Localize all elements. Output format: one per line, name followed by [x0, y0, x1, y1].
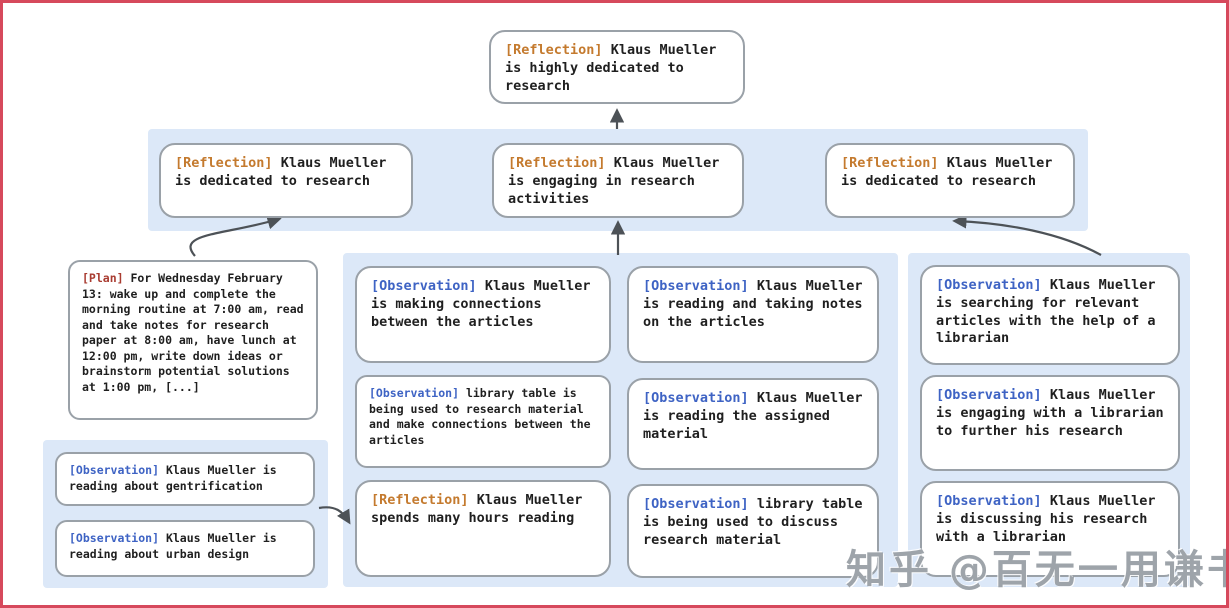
reflection-tag: [Reflection]	[841, 155, 939, 171]
observation-tag: [Observation]	[643, 278, 749, 294]
node-text: Klaus Mueller is searching for relevant …	[936, 277, 1156, 347]
node-text: Klaus Mueller is reading the assigned ma…	[643, 390, 863, 442]
node-text: Klaus Mueller is engaging in research ac…	[508, 155, 720, 207]
observation-tag: [Observation]	[69, 463, 160, 477]
node-plan: [Plan] For Wednesday February 13: wake u…	[68, 260, 318, 420]
node-reflection-row2-1: [Reflection] Klaus Mueller is dedicated …	[159, 143, 413, 218]
node-text: Klaus Mueller is dedicated to research	[841, 155, 1053, 189]
observation-tag: [Observation]	[371, 278, 477, 294]
node-text: Klaus Mueller is reading about urban des…	[69, 531, 277, 561]
observation-tag: [Observation]	[643, 390, 749, 406]
node-text: Klaus Mueller spends many hours reading	[371, 492, 583, 526]
node-text: library table is being used to research …	[369, 386, 591, 447]
node-text: Klaus Mueller is engaging with a librari…	[936, 387, 1164, 439]
node-observation-taking-notes: [Observation] Klaus Mueller is reading a…	[627, 266, 879, 363]
node-observation-library-table-research: [Observation] library table is being use…	[355, 375, 611, 468]
node-reflection-top: [Reflection] Klaus Mueller is highly ded…	[489, 30, 745, 104]
node-observation-discussing-research: [Observation] Klaus Mueller is discussin…	[920, 481, 1180, 577]
node-text: Klaus Mueller is reading about gentrific…	[69, 463, 277, 493]
node-reflection-hours-reading: [Reflection] Klaus Mueller spends many h…	[355, 480, 611, 577]
node-observation-making-connections: [Observation] Klaus Mueller is making co…	[355, 266, 611, 363]
node-observation-assigned-material: [Observation] Klaus Mueller is reading t…	[627, 378, 879, 470]
node-observation-library-table-discuss: [Observation] library table is being use…	[627, 484, 879, 578]
observation-tag: [Observation]	[643, 496, 749, 512]
node-observation-engaging-librarian: [Observation] Klaus Mueller is engaging …	[920, 375, 1180, 471]
node-text: Klaus Mueller is discussing his research…	[936, 493, 1156, 545]
node-text: Klaus Mueller is making connections betw…	[371, 278, 591, 330]
node-text: Klaus Mueller is highly dedicated to res…	[505, 42, 717, 94]
observation-tag: [Observation]	[936, 387, 1042, 403]
node-text: Klaus Mueller is reading and taking note…	[643, 278, 863, 330]
node-observation-urban-design: [Observation] Klaus Mueller is reading a…	[55, 520, 315, 577]
observation-tag: [Observation]	[936, 493, 1042, 509]
reflection-tag: [Reflection]	[508, 155, 606, 171]
node-text: For Wednesday February 13: wake up and c…	[82, 271, 304, 394]
node-text: library table is being used to discuss r…	[643, 496, 863, 548]
observation-tag: [Observation]	[69, 531, 160, 545]
reflection-tag: [Reflection]	[505, 42, 603, 58]
zhihu-watermark: 知乎 @百无一用谦书生	[846, 547, 1226, 593]
observation-tag: [Observation]	[936, 277, 1042, 293]
reflection-tag: [Reflection]	[175, 155, 273, 171]
node-observation-searching-articles: [Observation] Klaus Mueller is searching…	[920, 265, 1180, 365]
observation-tag: [Observation]	[369, 386, 460, 400]
node-reflection-row2-3: [Reflection] Klaus Mueller is dedicated …	[825, 143, 1075, 218]
reflection-tag: [Reflection]	[371, 492, 469, 508]
node-text: Klaus Mueller is dedicated to research	[175, 155, 387, 189]
node-reflection-row2-2: [Reflection] Klaus Mueller is engaging i…	[492, 143, 744, 218]
node-observation-gentrification: [Observation] Klaus Mueller is reading a…	[55, 452, 315, 506]
plan-tag: [Plan]	[82, 271, 124, 285]
